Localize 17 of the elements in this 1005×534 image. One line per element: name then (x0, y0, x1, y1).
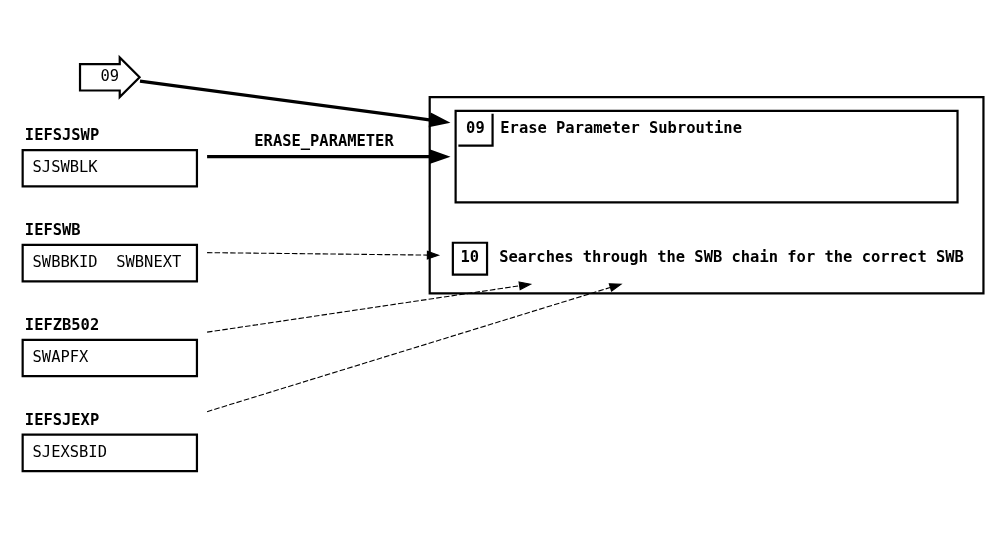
node-box: 09 Erase Parameter Subroutine (454, 109, 959, 204)
node-box: SWBBKID SWBNEXT (21, 243, 199, 283)
edge-label: ERASE_PARAMETER (254, 131, 394, 150)
node-box: SJSWBLK (21, 148, 199, 188)
arrow (206, 250, 441, 260)
arrow (207, 149, 451, 165)
node-label: IEFSJEXP (24, 410, 100, 429)
node-box: SJEXSBID (21, 433, 199, 473)
node-box: 10 (451, 241, 489, 276)
arrow (139, 79, 451, 128)
node-box: SWAPFX (21, 338, 199, 378)
node-label: IEFSJSWP (24, 126, 100, 145)
node-label: IEFSWB (24, 221, 81, 240)
node-label: Searches through the SWB chain for the correct SWB (499, 247, 964, 266)
arrow (206, 281, 533, 333)
node-label: IEFZB502 (24, 316, 100, 335)
arrow (206, 283, 623, 413)
